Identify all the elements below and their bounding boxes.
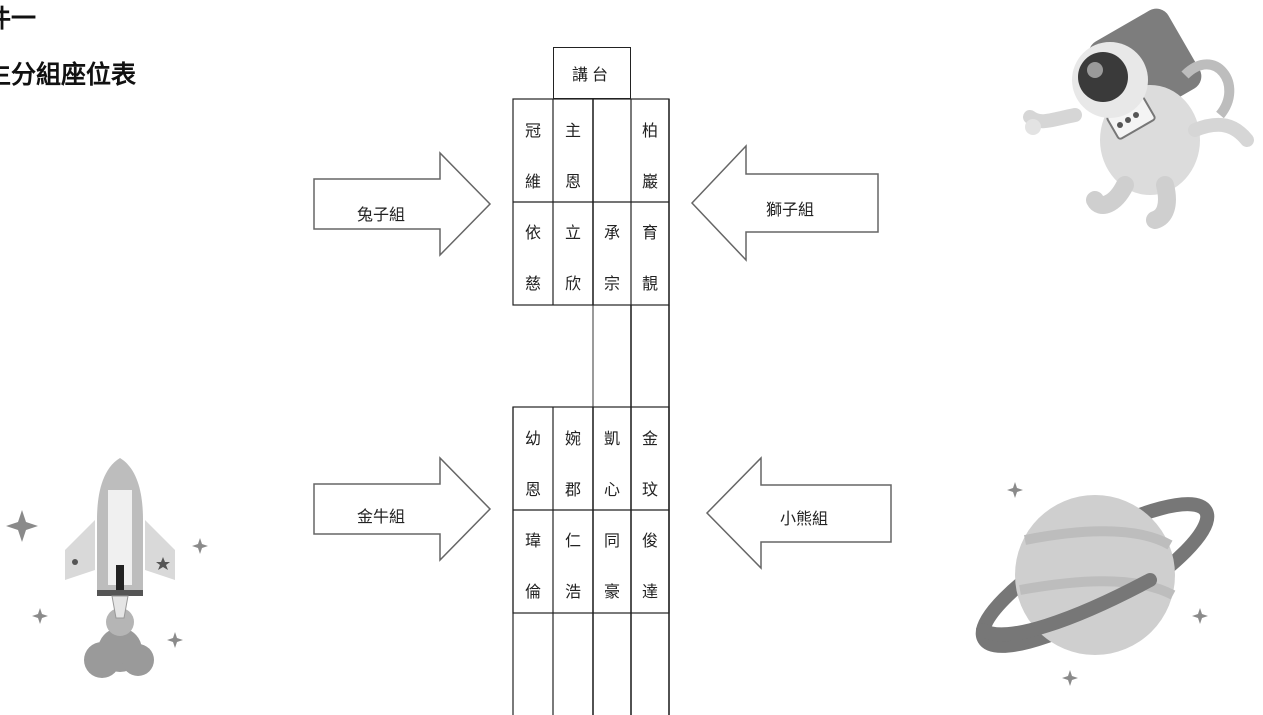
seat-cell: 俊 bbox=[641, 530, 658, 550]
seat-cell: 宗 bbox=[603, 273, 620, 293]
group-arrow-taurus bbox=[313, 456, 492, 562]
seat-cell: 慈 bbox=[524, 273, 541, 293]
seat-cell: 欣 bbox=[564, 273, 581, 293]
document-title-line1: 件一 bbox=[0, 4, 37, 33]
podium: 講台 bbox=[553, 47, 631, 99]
seat-cell: 靚 bbox=[641, 273, 658, 293]
seat-cell: 仁 bbox=[564, 530, 581, 550]
seat-cell bbox=[593, 154, 631, 205]
seat-cell: 倫 bbox=[524, 581, 541, 601]
group-label-bear: 小熊組 bbox=[780, 509, 829, 528]
seat-cell: 瑋 bbox=[524, 530, 541, 550]
seat-cell: 維 bbox=[524, 171, 541, 191]
seat-cell: 金 bbox=[641, 428, 658, 448]
seat-cell: 柏 bbox=[641, 120, 658, 140]
document-title-line2: 生分組座位表 bbox=[0, 60, 137, 89]
seat-cell: 同 bbox=[603, 530, 620, 550]
group-arrow-rabbit bbox=[313, 151, 492, 257]
seat-cell: 承 bbox=[603, 222, 620, 242]
seat-cell bbox=[593, 103, 631, 154]
seat-cell: 主 bbox=[564, 120, 581, 140]
seat-cell: 婉 bbox=[564, 428, 581, 448]
rocket-illustration bbox=[6, 458, 208, 678]
seat-cell: 凱 bbox=[603, 428, 620, 448]
seat-cell: 心 bbox=[603, 479, 620, 499]
group-label-taurus: 金牛組 bbox=[357, 507, 406, 526]
seat-cell: 恩 bbox=[564, 171, 581, 191]
seat-cell: 豪 bbox=[603, 581, 620, 601]
astronaut-illustration bbox=[1023, 8, 1254, 229]
group-label-lion: 獅子組 bbox=[766, 200, 815, 219]
group-label-rabbit: 兔子組 bbox=[357, 205, 406, 224]
seat-cell: 依 bbox=[524, 222, 541, 242]
group-arrow-bear bbox=[705, 456, 892, 570]
planet-illustration bbox=[975, 482, 1215, 686]
seat-cell: 立 bbox=[564, 222, 581, 242]
seat-cell: 冠 bbox=[524, 120, 541, 140]
seat-cell: 巖 bbox=[641, 171, 658, 191]
seat-cell: 幼 bbox=[524, 428, 541, 448]
seat-cell: 達 bbox=[641, 581, 658, 601]
seat-cell: 郡 bbox=[564, 479, 581, 499]
seat-cell: 玟 bbox=[641, 479, 658, 499]
seat-cell: 育 bbox=[641, 222, 658, 242]
seat-cell: 浩 bbox=[564, 581, 581, 601]
seat-cell: 恩 bbox=[524, 479, 541, 499]
group-arrow-lion bbox=[690, 144, 879, 262]
